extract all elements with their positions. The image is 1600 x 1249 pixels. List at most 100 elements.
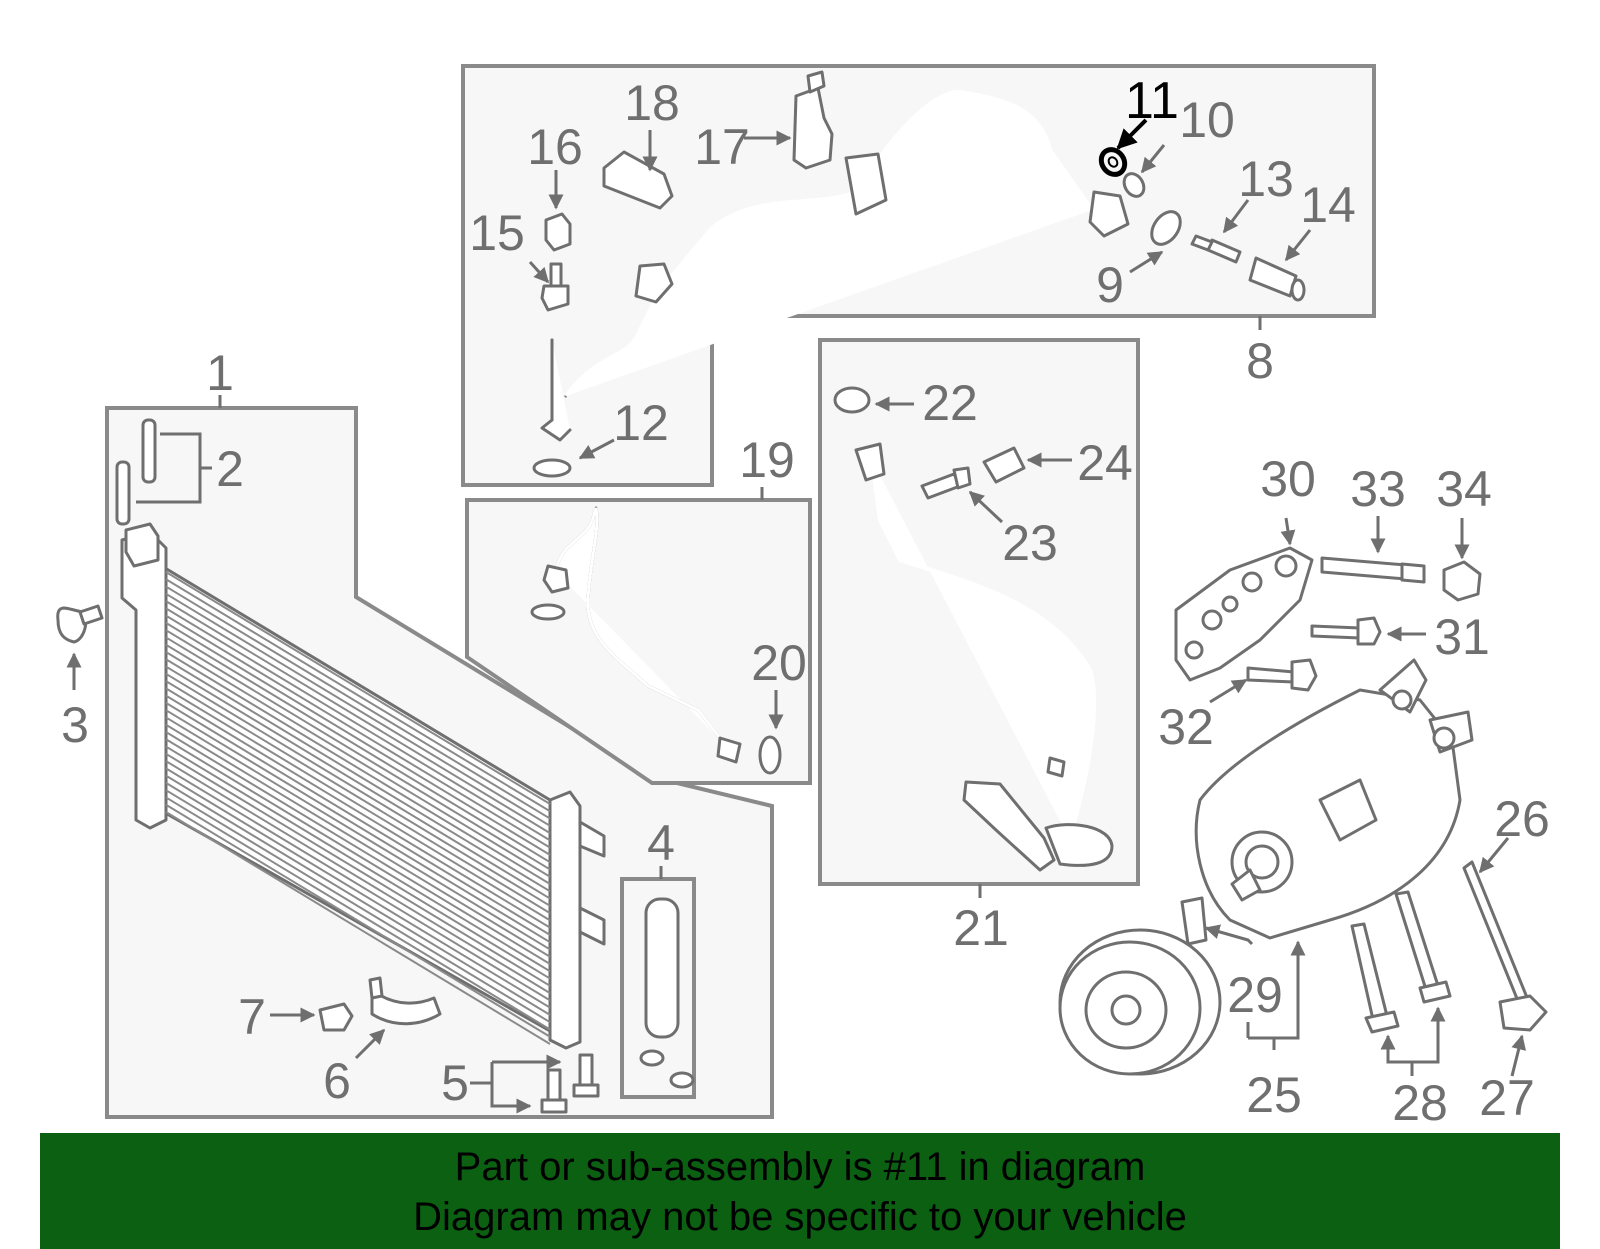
part-12-o-ring bbox=[532, 458, 572, 478]
callout-24: 24 bbox=[1077, 435, 1133, 491]
condenser-fin bbox=[165, 614, 551, 849]
part-3-bolt bbox=[56, 604, 104, 644]
part-18-block bbox=[602, 150, 674, 210]
condenser-fin bbox=[165, 789, 551, 1024]
part-8-pressure-line bbox=[540, 89, 1130, 442]
callout-3: 3 bbox=[61, 697, 89, 753]
condenser-fin bbox=[165, 694, 551, 929]
condenser-fin bbox=[165, 571, 551, 805]
callout-12: 12 bbox=[613, 395, 669, 451]
condenser-fin bbox=[165, 716, 551, 951]
callout-16: 16 bbox=[527, 119, 583, 175]
part-27-nut bbox=[1498, 994, 1548, 1032]
condenser-fin bbox=[165, 709, 551, 944]
part-28-bolts bbox=[1350, 890, 1452, 1034]
callout-26: 26 bbox=[1494, 791, 1550, 847]
condenser bbox=[120, 522, 606, 1050]
part-31-bolt bbox=[1310, 616, 1382, 646]
callout-28: 28 bbox=[1392, 1075, 1448, 1131]
callout-34: 34 bbox=[1436, 461, 1492, 517]
callout-18: 18 bbox=[624, 75, 680, 131]
callout-10: 10 bbox=[1179, 92, 1235, 148]
condenser-fin bbox=[165, 702, 551, 936]
part-29-connector bbox=[1180, 896, 1208, 946]
callout-5: 5 bbox=[441, 1055, 469, 1111]
part-7-grommet bbox=[318, 1002, 354, 1032]
callout-29: 29 bbox=[1227, 967, 1283, 1023]
part-20-o-ring bbox=[758, 735, 782, 775]
callout-11: 11 bbox=[1125, 72, 1179, 130]
info-banner: Part or sub-assembly is #11 in diagram D… bbox=[40, 1133, 1560, 1249]
condenser-fin bbox=[165, 760, 551, 994]
condenser-fin bbox=[165, 622, 551, 856]
condenser-fin bbox=[165, 782, 551, 1016]
part-25-compressor bbox=[1194, 658, 1474, 940]
part-16-cap bbox=[544, 212, 572, 252]
callout-8: 8 bbox=[1246, 333, 1274, 389]
condenser-fin bbox=[165, 658, 551, 893]
condenser-fin bbox=[165, 774, 551, 1009]
part-24-cap bbox=[982, 446, 1026, 484]
condenser-fin bbox=[165, 803, 551, 1038]
part-33-stud bbox=[1320, 556, 1426, 584]
callout-32: 32 bbox=[1158, 699, 1214, 755]
banner-line-part-number: Part or sub-assembly is #11 in diagram bbox=[454, 1145, 1146, 1189]
condenser-fin bbox=[165, 607, 551, 842]
condenser-fin bbox=[165, 680, 551, 914]
part-13-valve bbox=[1190, 234, 1242, 264]
condenser-fin bbox=[165, 665, 551, 900]
condenser-fin bbox=[165, 811, 551, 1045]
part-5-bolts bbox=[540, 1053, 600, 1114]
part-17-bracket bbox=[792, 70, 834, 170]
part-32-bolt bbox=[1246, 658, 1318, 692]
callout-27: 27 bbox=[1479, 1070, 1535, 1126]
condenser-fin bbox=[165, 651, 551, 885]
part-2-dowel-pins bbox=[115, 418, 157, 526]
callout-15: 15 bbox=[469, 205, 525, 261]
part-10-o-ring bbox=[1122, 172, 1146, 198]
part-25-clutch-pulley bbox=[1058, 928, 1222, 1076]
callout-1: 1 bbox=[206, 345, 234, 401]
part-23-valve bbox=[920, 466, 972, 500]
banner-line-disclaimer: Diagram may not be specific to your vehi… bbox=[413, 1195, 1187, 1239]
callout-23: 23 bbox=[1002, 515, 1058, 571]
condenser-fin bbox=[165, 672, 551, 907]
callout-31: 31 bbox=[1434, 609, 1490, 665]
callout-7: 7 bbox=[238, 989, 266, 1045]
callout-25: 25 bbox=[1246, 1067, 1302, 1123]
callout-21: 21 bbox=[953, 900, 1009, 956]
callout-30: 30 bbox=[1260, 451, 1316, 507]
condenser-fin bbox=[165, 738, 551, 973]
callout-2: 2 bbox=[216, 441, 244, 497]
callout-19: 19 bbox=[739, 432, 795, 488]
condenser-fin bbox=[165, 752, 551, 987]
part-21-suction-line bbox=[854, 442, 1114, 872]
part-14-sensor bbox=[1248, 256, 1306, 302]
callout-17: 17 bbox=[694, 119, 750, 175]
part-19-o-ring bbox=[530, 603, 566, 621]
callout-4: 4 bbox=[647, 815, 675, 871]
callout-22: 22 bbox=[922, 375, 978, 431]
callout-33: 33 bbox=[1350, 461, 1406, 517]
part-22-o-ring bbox=[833, 386, 871, 414]
callout-13: 13 bbox=[1238, 151, 1294, 207]
condenser-fin bbox=[165, 731, 551, 965]
condenser-fin bbox=[165, 578, 551, 813]
condenser-fin bbox=[165, 629, 551, 864]
condenser-fin bbox=[165, 592, 551, 827]
condenser-fin bbox=[165, 636, 551, 871]
part-26-stud bbox=[1462, 860, 1530, 1008]
part-19-line bbox=[542, 506, 742, 764]
callout-6: 6 bbox=[323, 1053, 351, 1109]
part-15-valve bbox=[540, 262, 570, 312]
part-11-o-ring bbox=[1098, 147, 1128, 177]
callout-9: 9 bbox=[1096, 257, 1124, 313]
part-6-bracket bbox=[368, 976, 442, 1026]
part-30-bracket bbox=[1174, 546, 1314, 682]
part-34-nut bbox=[1442, 560, 1482, 602]
condenser-fin bbox=[165, 745, 551, 980]
condenser-fin bbox=[165, 687, 551, 922]
condenser-fin bbox=[165, 600, 551, 834]
callout-20: 20 bbox=[751, 635, 807, 691]
